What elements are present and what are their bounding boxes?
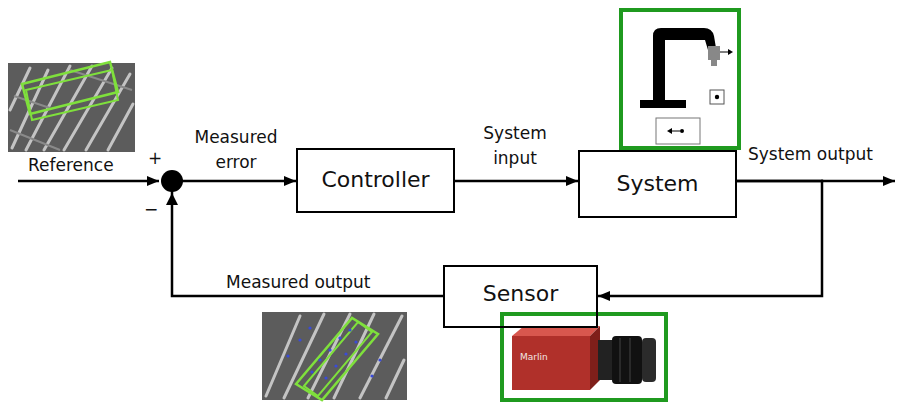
controller-box: Controller	[296, 148, 455, 213]
signal-label: System input	[470, 121, 560, 171]
box-label: System	[616, 171, 698, 197]
sign-symbol: −	[144, 197, 158, 222]
sign-symbol: +	[148, 146, 162, 171]
signal-label: Reference	[28, 153, 114, 178]
signal-arrow	[598, 181, 822, 296]
reference-photo	[8, 62, 135, 152]
sensor-box: Sensor	[443, 265, 598, 328]
box-label: Controller	[321, 167, 429, 193]
branch-point	[821, 180, 824, 183]
measured-output-photo	[262, 312, 407, 400]
box-label: Sensor	[483, 281, 558, 307]
signal-label: System output	[748, 142, 873, 167]
signal-arrow	[455, 180, 578, 183]
camera-brand: Marlin	[520, 352, 548, 363]
reference-arrow	[18, 180, 159, 183]
signal-arrow	[172, 181, 443, 296]
signal-label: Measured output	[226, 270, 371, 295]
output-arrow	[737, 180, 895, 183]
feedback-arrowhead	[166, 193, 178, 205]
robot-inset	[621, 10, 739, 148]
signal-label: Measured error	[186, 125, 286, 175]
system-box: System	[578, 150, 737, 218]
summing-junction	[161, 170, 183, 192]
